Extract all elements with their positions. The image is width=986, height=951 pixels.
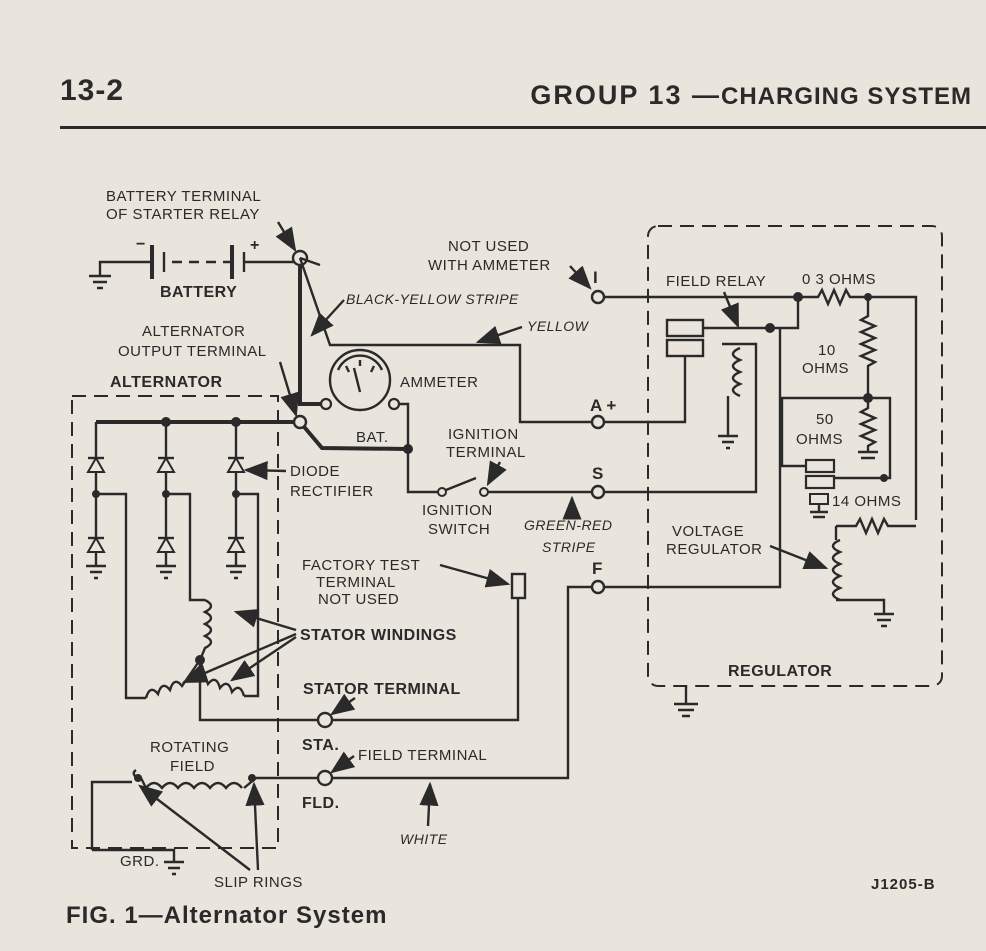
rotating-field-label-line1: ROTATING xyxy=(150,739,229,756)
resistor-10-ohms-label-line2: OHMS xyxy=(802,360,849,377)
stator-terminal xyxy=(316,711,334,729)
resistor-50-ohms-label-line2: OHMS xyxy=(796,431,843,448)
diode-rectifier xyxy=(86,417,246,580)
grd-label: GRD. xyxy=(120,853,160,870)
not-used-label-line2: WITH AMMETER xyxy=(428,257,551,274)
alternator-output-label-line2: OUTPUT TERMINAL xyxy=(118,343,267,360)
field-terminal-label: FIELD TERMINAL xyxy=(358,747,487,764)
section-title: CHARGING SYSTEM xyxy=(720,83,972,110)
battery-plus-sign: + xyxy=(250,237,260,254)
regulator-terminal-f xyxy=(590,579,606,595)
ignition-terminal-label-line2: TERMINAL xyxy=(446,444,526,461)
diode-label-line1: DIODE xyxy=(290,463,340,480)
header-rule xyxy=(60,126,986,129)
bat-terminal-label: BAT. xyxy=(356,429,389,446)
voltage-regulator-label-line1: VOLTAGE xyxy=(672,523,744,540)
battery-terminal-label-line2: OF STARTER RELAY xyxy=(106,206,260,223)
resistor-10-ohms-label-line1: 10 xyxy=(818,342,836,359)
factory-test-terminal xyxy=(510,572,527,600)
stator-terminal-label: STATOR TERMINAL xyxy=(303,681,461,698)
terminal-s-label: S xyxy=(592,464,603,483)
regulator-terminal-i xyxy=(590,289,606,305)
factory-test-label-line3: NOT USED xyxy=(318,591,399,608)
terminal-i-label: I xyxy=(593,268,598,287)
ammeter-label: AMMETER xyxy=(400,374,479,391)
not-used-label-line1: NOT USED xyxy=(448,238,529,255)
field-terminal xyxy=(316,769,334,787)
alternator-enclosure xyxy=(71,395,279,849)
green-red-label-line1: GREEN-RED xyxy=(524,517,613,533)
green-red-label-line2: STRIPE xyxy=(542,539,596,555)
heading-dash: — xyxy=(691,80,721,110)
factory-test-label-line2: TERMINAL xyxy=(316,574,396,591)
resistor-14-ohms-label: 14 OHMS xyxy=(832,493,901,510)
alternator-output-label-line1: ALTERNATOR xyxy=(142,323,245,340)
battery-label: BATTERY xyxy=(160,284,237,301)
ignition-switch-label-line1: IGNITION xyxy=(422,502,493,519)
terminal-a-label: A + xyxy=(590,396,616,415)
field-relay-label: FIELD RELAY xyxy=(666,273,766,290)
battery-terminal-label-line1: BATTERY TERMINAL xyxy=(106,188,261,205)
factory-test-label-line1: FACTORY TEST xyxy=(302,557,420,574)
resistor-03-ohms-label: 0 3 OHMS xyxy=(802,271,876,288)
sta-label: STA. xyxy=(302,737,339,754)
stator-windings xyxy=(96,492,318,722)
battery-minus-sign: − xyxy=(136,236,146,253)
figure-code: J1205-B xyxy=(871,876,936,893)
stator-windings-label: STATOR WINDINGS xyxy=(300,627,457,644)
diode-label-line2: RECTIFIER xyxy=(290,483,374,500)
figure-caption: FIG. 1—Alternator System xyxy=(66,902,388,929)
regulator-terminal-s xyxy=(590,484,606,500)
ignition-terminal-label-line1: IGNITION xyxy=(448,426,519,443)
black-yellow-stripe-label: BLACK-YELLOW STRIPE xyxy=(346,291,519,307)
fld-label: FLD. xyxy=(302,795,340,812)
voltage-regulator-label-line2: REGULATOR xyxy=(666,541,762,558)
terminal-f-label: F xyxy=(592,559,602,578)
resistor-50-ohms-label-line1: 50 xyxy=(816,411,834,428)
rotating-field-label-line2: FIELD xyxy=(170,758,215,775)
battery-symbol: − + xyxy=(89,236,300,290)
regulator-terminal-a xyxy=(590,414,606,430)
ammeter xyxy=(319,348,401,412)
regulator-enclosure xyxy=(647,225,943,687)
regulator-internals xyxy=(604,286,918,718)
alternator-label: ALTERNATOR xyxy=(110,374,223,391)
white-wire-label: WHITE xyxy=(400,831,448,847)
yellow-wire-label: YELLOW xyxy=(527,318,590,334)
section-heading: GROUP 13 —CHARGING SYSTEM xyxy=(530,80,972,111)
slip-rings-label: SLIP RINGS xyxy=(214,874,303,891)
ignition-switch-label-line2: SWITCH xyxy=(428,521,490,538)
page-number: 13-2 xyxy=(60,74,125,107)
group-title: GROUP 13 xyxy=(530,80,683,110)
regulator-label: REGULATOR xyxy=(728,663,832,680)
alternator-output-terminal xyxy=(292,414,308,430)
